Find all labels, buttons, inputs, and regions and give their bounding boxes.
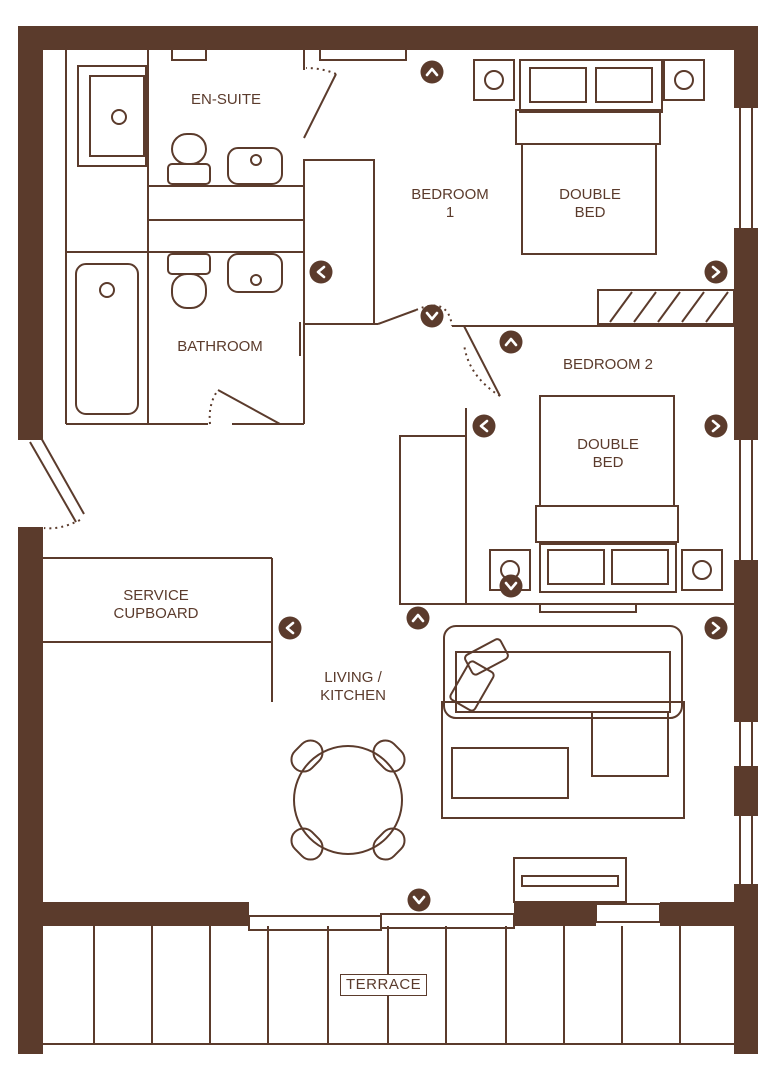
- chevron-circle-icon: [704, 414, 728, 438]
- right-wall-seg-5: [734, 884, 758, 1054]
- living-kitchen-label-line1: LIVING /: [324, 669, 382, 686]
- chevron-circle-icon: [420, 304, 444, 328]
- view-markers: [278, 60, 728, 912]
- plan-linework: [29, 47, 753, 1045]
- bed1-label-line1: DOUBLE: [559, 186, 621, 203]
- service-cupboard-label: SERVICE CUPBOARD: [96, 587, 216, 623]
- bed1-label-line2: BED: [574, 204, 606, 221]
- right-wall-seg-4: [734, 766, 758, 816]
- living-kitchen-label-line2: KITCHEN: [320, 687, 386, 704]
- chevron-circle-icon: [309, 260, 333, 284]
- living-kitchen-label: LIVING / KITCHEN: [296, 669, 410, 705]
- chevron-circle-icon: [704, 616, 728, 640]
- bathroom-label: BATHROOM: [177, 338, 263, 355]
- terrace-wall-right: [660, 902, 736, 926]
- terrace-label: TERRACE: [340, 974, 428, 996]
- bedroom2-label: BEDROOM 2: [562, 356, 653, 373]
- chevron-circle-icon: [499, 574, 523, 598]
- top-wall: [18, 26, 758, 50]
- walls: [18, 26, 758, 1054]
- right-wall-seg-2: [734, 228, 758, 440]
- chevron-circle-icon: [420, 60, 444, 84]
- terrace-wall-mid: [514, 902, 596, 926]
- left-wall-lower: [18, 527, 43, 1054]
- bed2-label-line2: BED: [592, 454, 624, 471]
- bedroom1-label-line1: BEDROOM: [411, 186, 489, 203]
- service-cupboard-label-line1: SERVICE: [123, 587, 189, 604]
- chevron-circle-icon: [406, 606, 430, 630]
- bed2-label-line1: DOUBLE: [577, 436, 639, 453]
- chevron-circle-icon: [407, 888, 431, 912]
- bedroom1-label-line2: 1: [445, 204, 455, 221]
- bedroom1-label: BEDROOM 1: [400, 186, 500, 222]
- left-wall-upper: [18, 26, 43, 440]
- chevron-circle-icon: [472, 414, 496, 438]
- bed2-label: DOUBLE BED: [558, 436, 658, 472]
- chevron-circle-icon: [499, 330, 523, 354]
- service-cupboard-label-line2: CUPBOARD: [113, 605, 199, 622]
- bed1-label: DOUBLE BED: [540, 186, 640, 222]
- ensuite-label: EN-SUITE: [190, 91, 261, 108]
- chevron-circle-icon: [704, 260, 728, 284]
- chevron-circle-icon: [278, 616, 302, 640]
- right-wall-seg-1: [734, 26, 758, 108]
- right-wall-seg-3: [734, 560, 758, 722]
- terrace-wall-left: [43, 902, 249, 926]
